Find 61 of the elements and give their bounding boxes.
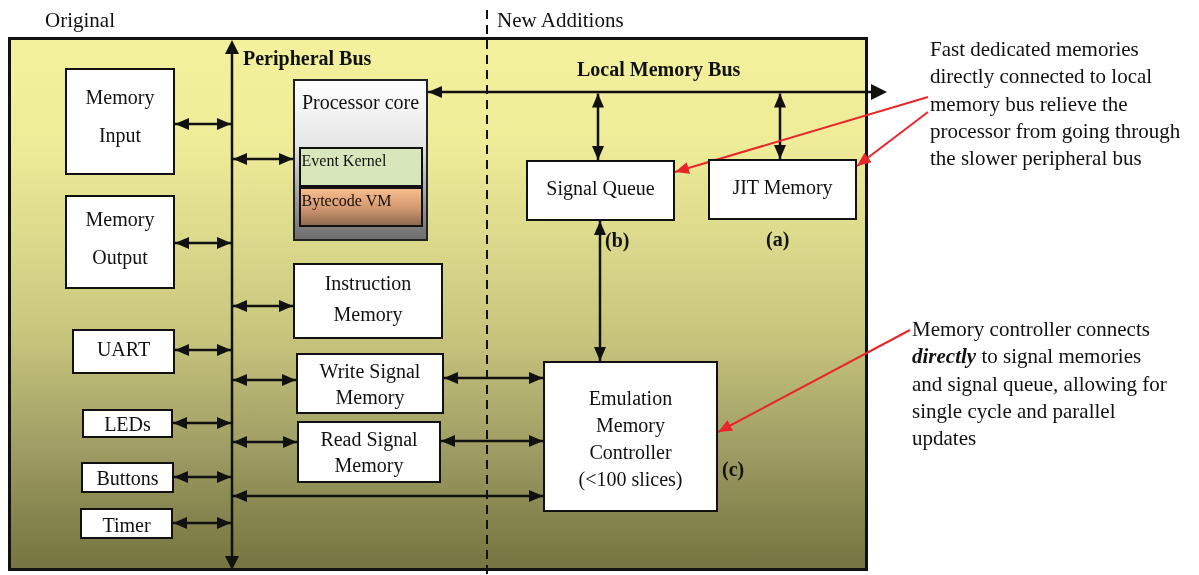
bus-label: Local Memory Bus: [577, 58, 741, 81]
component-box: [526, 160, 675, 221]
arrow: [173, 517, 231, 529]
component-box: [65, 68, 175, 175]
module-box: [298, 186, 423, 227]
arrow: [594, 221, 606, 361]
box-label: Timer: [102, 513, 151, 538]
arrow: [233, 153, 293, 165]
box-label: JIT Memory: [732, 175, 833, 200]
arrow: [233, 490, 543, 502]
section-heading: Original: [45, 8, 115, 33]
box-label: Signal Queue: [546, 176, 655, 201]
callout-letter: (c): [722, 458, 745, 481]
bus-line: [445, 84, 887, 100]
component-box: [81, 462, 174, 493]
arrow: [441, 435, 543, 447]
component-box: [297, 421, 441, 483]
callout-letter: (b): [605, 229, 630, 252]
component-box: [543, 361, 718, 512]
component-box: [293, 263, 443, 339]
arrow: [174, 471, 231, 483]
bus-line: [224, 40, 240, 570]
box-label: Buttons: [96, 466, 159, 491]
component-box: [82, 409, 173, 438]
bus-label: Peripheral Bus: [243, 47, 372, 70]
pointer-arrow: [674, 96, 929, 174]
arrow: [592, 93, 604, 160]
component-box: [72, 329, 175, 374]
component-box: [708, 159, 857, 220]
processor-box: [293, 79, 428, 241]
box-label: Read Signal Memory: [319, 427, 419, 478]
component-box: [65, 195, 175, 289]
arrow: [774, 93, 786, 159]
arrow: [175, 344, 231, 356]
arrow: [173, 417, 231, 429]
box-label: Write Signal Memory: [318, 359, 422, 410]
arrow: [233, 300, 293, 312]
box-label: Memory Output: [84, 207, 156, 271]
arrow: [233, 436, 297, 448]
box-label: Event Kernel: [300, 150, 387, 171]
component-box: [296, 353, 444, 414]
annotation-text: Fast dedicated memories directly connected to local memory bus relieve the processor from going through the slower peripheral bus: [930, 36, 1194, 173]
box-label: Processor core: [301, 90, 420, 115]
pointer-arrow: [856, 111, 929, 167]
arrow: [175, 237, 231, 249]
callout-letter: (a): [766, 228, 790, 251]
box-label: Instruction Memory: [323, 271, 413, 328]
box-label: LEDs: [104, 412, 151, 437]
box-label: Bytecode VM: [300, 190, 392, 211]
pointer-arrow: [717, 329, 911, 433]
module-box: [298, 146, 423, 187]
annotation-text: Memory controller connects directly to signal memories and signal queue, allowing for single cycle and parallel updates: [912, 316, 1174, 453]
arrow: [233, 374, 296, 386]
arrow: [428, 86, 445, 98]
section-heading: New Additions: [497, 8, 624, 33]
box-label: Emulation Memory Controller (<100 slices): [577, 386, 684, 493]
arrow: [175, 118, 231, 130]
arrow: [444, 372, 543, 384]
box-label: Memory Input: [84, 85, 156, 149]
box-label: UART: [96, 337, 151, 362]
component-box: [80, 508, 173, 539]
